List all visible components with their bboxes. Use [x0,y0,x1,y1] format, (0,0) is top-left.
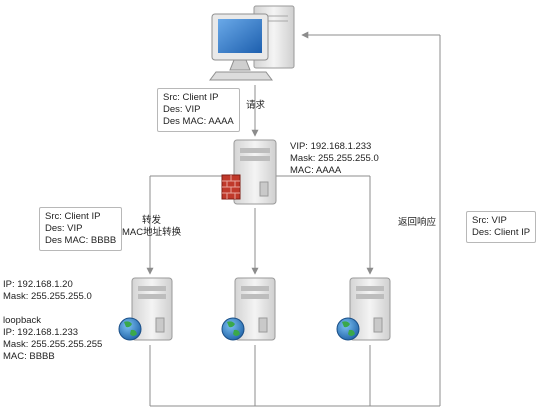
globe-icon [336,317,360,341]
packet-line: Src: Client IP [163,92,219,103]
forward-label: 转发 MAC地址转换 [122,215,181,239]
client-request-packet-box: Src: Client IP Des: VIP Des MAC: AAAA [157,88,240,132]
packet-line: Src: VIP [472,215,507,226]
response-packet-box: Src: VIP Des: Client IP [466,211,537,243]
info-line: VIP: 192.168.1.233 [290,141,372,152]
return-response-label: 返回响应 [398,217,437,228]
packet-line: Src: Client IP [45,211,101,222]
forward-label-line: MAC地址转换 [122,227,182,238]
info-line: IP: 192.168.1.233 [3,327,79,338]
info-line: MAC: AAAA [290,165,342,176]
client-computer-icon [209,5,295,81]
info-line: MAC: BBBB [3,351,55,362]
info-line: Mask: 255.255.255.255 [3,339,103,350]
forward-label-line: 转发 [142,215,162,226]
firewall-icon [221,174,241,200]
load-balancer-server-icon [233,139,277,205]
packet-line: Des: Client IP [472,227,531,238]
real-server-1-icon [131,277,173,341]
packet-line: Des: VIP [163,104,201,115]
globe-icon [118,317,142,341]
real-server-3-icon [349,277,391,341]
info-line: Mask: 255.255.255.0 [290,153,379,164]
request-label: 请求 [246,100,266,111]
globe-icon [221,317,245,341]
load-balancer-info: VIP: 192.168.1.233 Mask: 255.255.255.0 M… [290,141,379,177]
packet-line: Des MAC: BBBB [45,235,117,246]
packet-line: Des: VIP [45,223,83,234]
forward-packet-box: Src: Client IP Des: VIP Des MAC: BBBB [39,207,123,251]
info-line [3,303,102,315]
info-line: loopback [3,315,42,326]
real-server-2-icon [234,277,276,341]
info-line: Mask: 255.255.255.0 [3,291,92,302]
real-server-info: IP: 192.168.1.20 Mask: 255.255.255.0 loo… [3,279,102,363]
packet-line: Des MAC: AAAA [163,116,234,127]
info-line: IP: 192.168.1.20 [3,279,73,290]
